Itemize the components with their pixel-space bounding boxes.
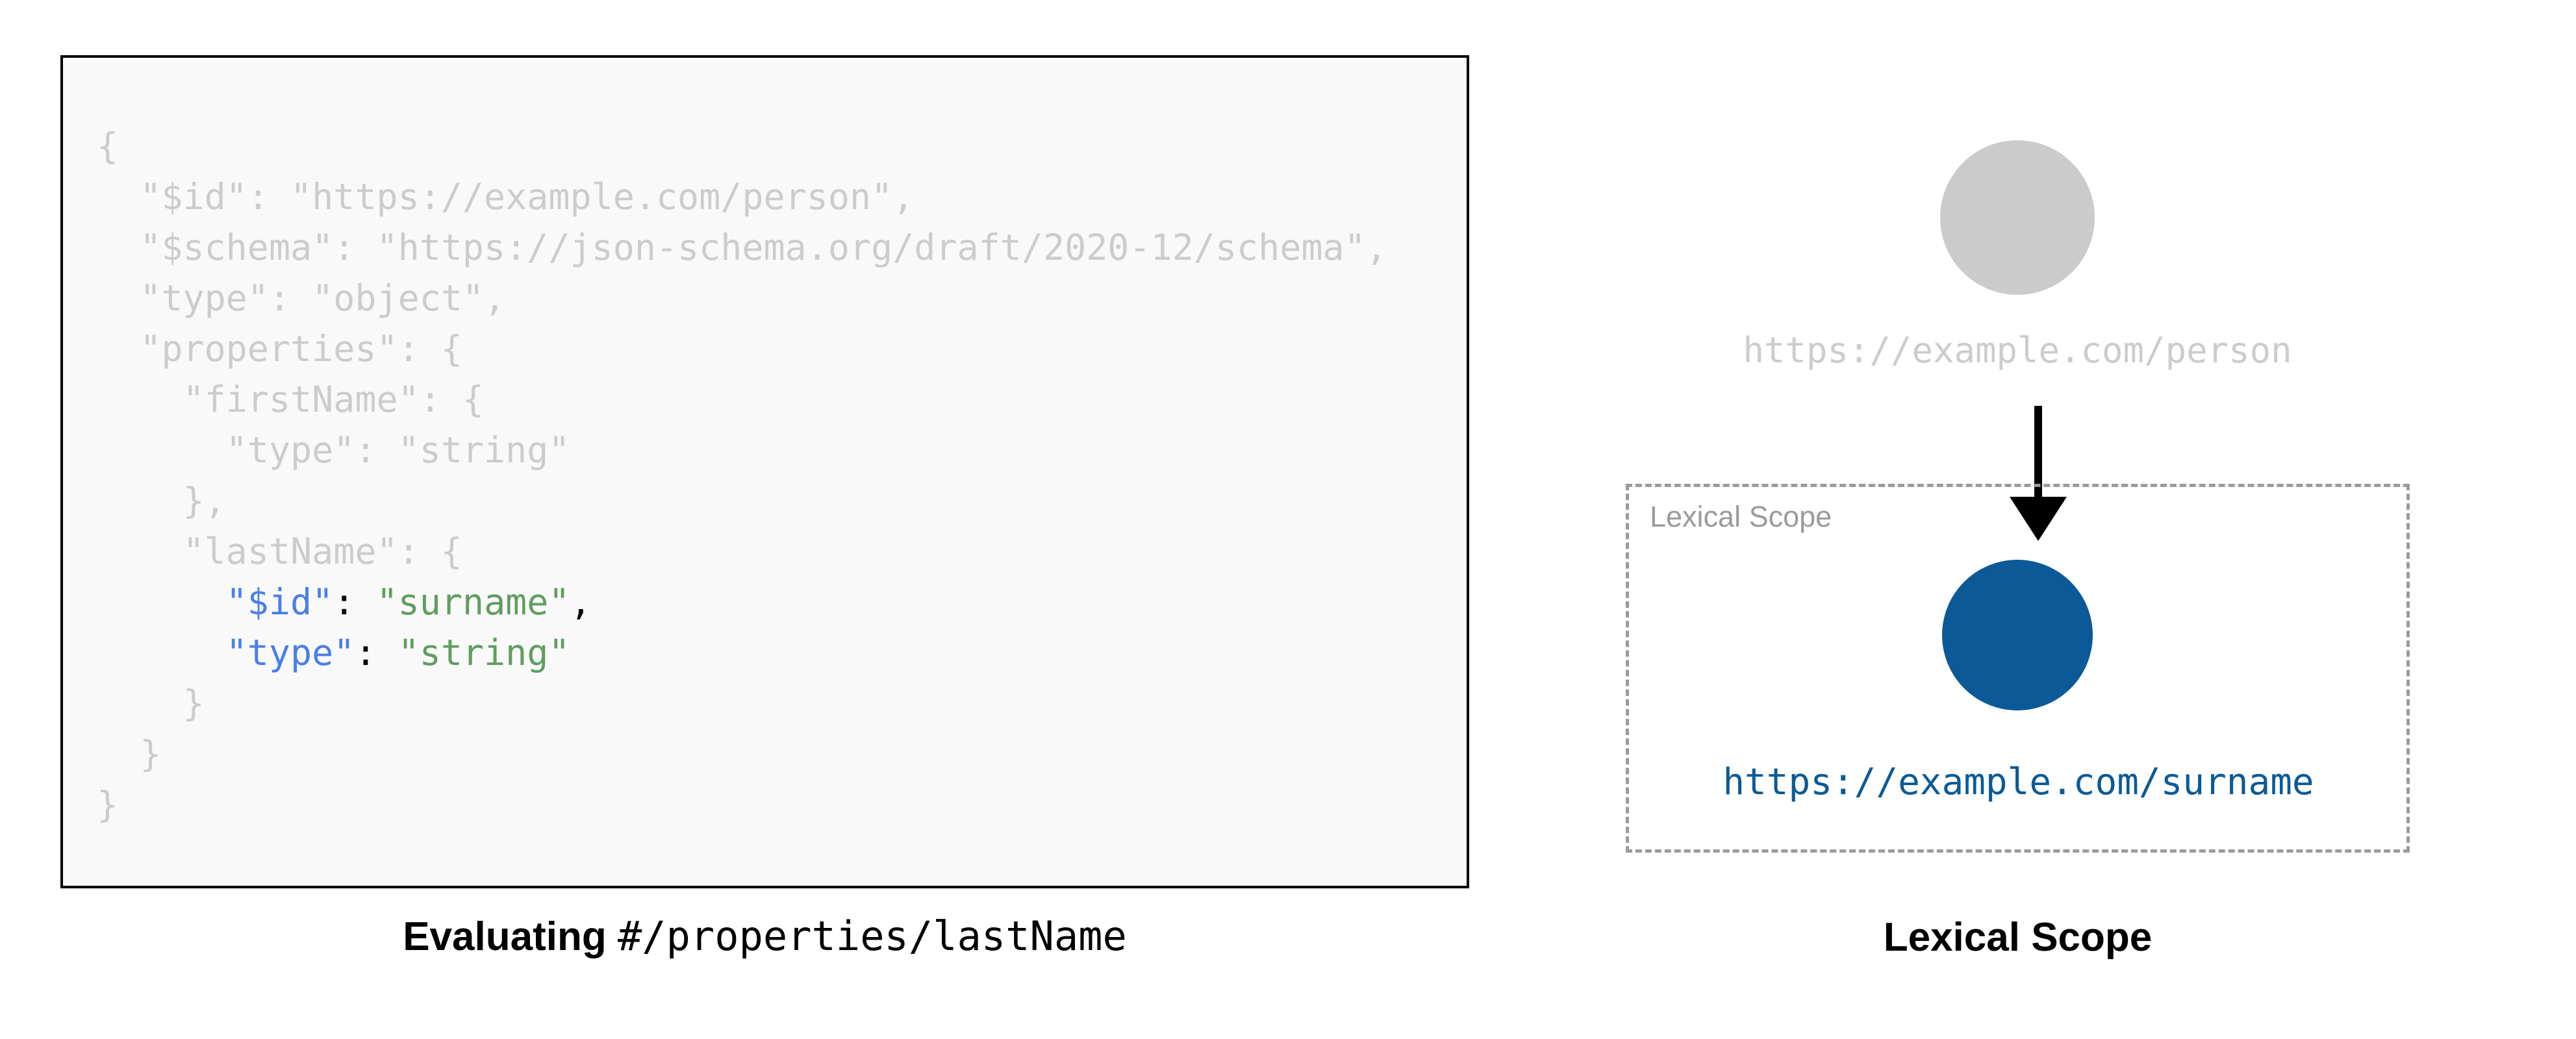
right-panel-caption: Lexical Scope bbox=[1883, 915, 2153, 960]
code-token: "properties": { bbox=[140, 328, 462, 369]
lexical-scope-box-label: Lexical Scope bbox=[1650, 500, 1832, 533]
code-token: "string" bbox=[398, 632, 570, 673]
inner-scope-node-label: https://example.com/surname bbox=[1723, 761, 2314, 803]
code-line: "$id": "surname", bbox=[97, 581, 592, 623]
caption-json-pointer: #/properties/lastName bbox=[617, 912, 1127, 960]
inner-scope-node-circle bbox=[1942, 560, 2093, 710]
code-token: : bbox=[355, 632, 398, 673]
code-token: "type": "object", bbox=[140, 277, 506, 319]
code-token: }, bbox=[183, 480, 226, 521]
code-line: } bbox=[97, 733, 161, 775]
lexical-scope-box: Lexical Scope bbox=[1626, 484, 2410, 853]
code-line: } bbox=[97, 784, 118, 825]
code-line: "type": "string" bbox=[97, 632, 570, 673]
code-token: } bbox=[140, 733, 162, 775]
code-line: "firstName": { bbox=[97, 379, 484, 420]
code-token: "$schema": "https://json-schema.org/draf… bbox=[140, 227, 1387, 268]
code-token: { bbox=[97, 125, 119, 167]
code-line: "$id": "https://example.com/person", bbox=[97, 176, 914, 218]
code-line: { bbox=[97, 125, 118, 167]
code-token: , bbox=[570, 581, 592, 623]
code-line: } bbox=[97, 682, 205, 724]
scope-arrow-icon bbox=[2010, 406, 2067, 541]
left-panel-caption: Evaluating #/properties/lastName bbox=[60, 912, 1469, 960]
code-token: } bbox=[97, 784, 119, 825]
code-token: } bbox=[183, 682, 205, 724]
code-token: "type": "string" bbox=[225, 429, 570, 471]
code-token: "lastName": { bbox=[183, 531, 462, 572]
caption-evaluating-label: Evaluating bbox=[403, 914, 618, 959]
code-token: "$id" bbox=[225, 581, 334, 623]
code-line: }, bbox=[97, 480, 226, 521]
code-line: "properties": { bbox=[97, 328, 462, 369]
code-token: "type" bbox=[225, 632, 355, 673]
code-line: "type": "string" bbox=[97, 429, 570, 471]
json-code-block: { "$id": "https://example.com/person", "… bbox=[97, 121, 1387, 830]
code-line: "$schema": "https://json-schema.org/draf… bbox=[97, 227, 1387, 268]
code-token: "firstName": { bbox=[183, 379, 485, 420]
json-code-panel: { "$id": "https://example.com/person", "… bbox=[60, 55, 1469, 888]
code-line: "lastName": { bbox=[97, 531, 462, 572]
code-token: "$id": "https://example.com/person", bbox=[140, 176, 915, 218]
outer-scope-node-label: https://example.com/person bbox=[1743, 330, 2292, 371]
code-line: "type": "object", bbox=[97, 277, 505, 319]
code-token: "surname" bbox=[376, 581, 570, 623]
code-token: : bbox=[333, 581, 377, 623]
outer-scope-node-circle bbox=[1940, 140, 2095, 295]
